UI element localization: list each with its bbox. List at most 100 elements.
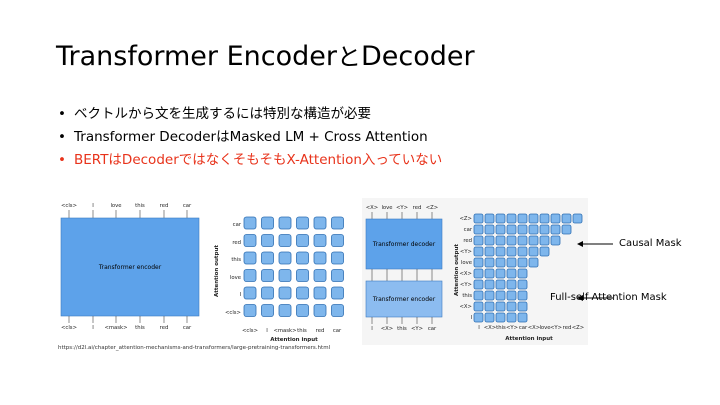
mask-cell-active [473,301,484,312]
bottom-token-label: red [160,325,169,331]
col-label: <Y> [550,325,562,331]
mask-cell-active [517,224,528,235]
mask-cell-active [495,246,506,257]
bullet-item: Transformer DecoderはMasked LM + Cross At… [58,126,442,149]
mask-cell-empty [550,301,561,312]
row-label: red [463,238,472,244]
row-label: I [470,315,472,321]
encoder-box-label: Transformer encoder [372,296,436,303]
col-label: this [297,328,307,334]
attention-cell [243,304,257,317]
row-label: this [462,293,472,299]
mask-cell-active [561,213,572,224]
mask-cell-active [528,246,539,257]
decoder-input-arrows [371,269,433,281]
mask-cell-active [506,268,517,279]
top-token-label: I [92,203,94,209]
row-label: <X> [459,271,472,277]
col-label: <mask> [273,328,296,334]
full-self-mask-arrowhead [577,295,583,301]
top-token-label: this [135,203,145,209]
encoder-box [365,280,443,318]
decoder-top-token: love [381,205,392,211]
bottom-token-label: this [135,325,145,331]
bullet-list: ベクトルから文を生成するには特別な構造が必要 Transformer Decod… [58,103,442,172]
encoder-bottom-token: <X> [381,326,394,332]
attention-cell [278,286,292,300]
mask-cell-active [528,257,539,268]
attention-cell [296,234,309,247]
mask-cell-active [506,224,517,235]
mask-cell-active [484,235,495,246]
mask-cell-active [484,301,495,312]
mask-cell-empty [528,290,539,301]
attention-cell [278,304,292,317]
full-attention-grid [243,216,344,317]
attention-cell [278,269,292,282]
col-label: red [563,325,572,331]
attention-cell [331,269,344,282]
mask-cell-active [495,224,506,235]
mask-cell-active [528,235,539,246]
mask-cell-empty [550,290,561,301]
mask-cell-active [517,290,528,301]
attention-cell [296,304,309,317]
col-label: <Y> [506,325,518,331]
mask-cell-active [473,257,484,268]
bottom-token-label: <cls> [61,325,77,331]
attention-cell [331,304,344,317]
attention-cell [313,216,327,230]
encoder-box-label: Transformer encoder [98,264,162,271]
mask-cell-active [484,268,495,279]
row-label: <Y> [460,282,472,288]
attention-cell [331,234,344,247]
mask-cell-empty [528,301,539,312]
mask-cell-active [473,213,484,224]
attention-cell [243,216,257,230]
mask-cell-active [495,290,506,301]
mask-cell-active [506,279,517,290]
row-label: <Z> [459,216,472,222]
attention-cell [243,251,257,265]
annotation-arrows [577,241,613,301]
attention-cell [261,234,274,247]
mask-cell-empty [561,301,572,312]
mask-cell-empty [572,279,583,290]
row-label: car [233,222,242,228]
encoder-input-arrows [371,317,433,324]
mask-cell-active [484,213,495,224]
attention-cell [313,304,327,317]
slide-title: Transformer EncoderとDecoder [56,40,475,74]
attention-cell [313,286,327,300]
attention-cell [331,251,344,265]
mask-cell-active [506,301,517,312]
mask-cell-active [495,301,506,312]
mask-cell-empty [572,312,583,323]
row-label: this [231,257,241,263]
mask-cell-active [506,246,517,257]
col-label: car [333,328,342,334]
full-self-mask-label: Full-self Attention Mask [550,292,667,303]
mask-cell-active [473,312,484,323]
attention-cell [313,251,327,265]
attention-cell [296,251,309,265]
mask-cell-empty [561,268,572,279]
col-label: <X> [528,325,541,331]
output-arrows [68,210,188,218]
encoder-bottom-token: <Y> [411,326,423,332]
mask-cell-active [473,246,484,257]
top-token-label: love [110,203,121,209]
mask-cell-active [572,213,583,224]
row-label: <cls> [225,310,241,316]
mask-cell-empty [561,312,572,323]
mask-cell-active [473,290,484,301]
attention-cell [261,269,274,282]
title-part2: Decoder [360,41,475,72]
mask-cell-active [517,246,528,257]
mask-cell-active [495,312,506,323]
attention-cell [278,251,292,265]
bottom-token-label: I [92,325,94,331]
attention-cell [278,234,292,247]
mask-cell-active [528,224,539,235]
mask-cell-empty [539,268,550,279]
